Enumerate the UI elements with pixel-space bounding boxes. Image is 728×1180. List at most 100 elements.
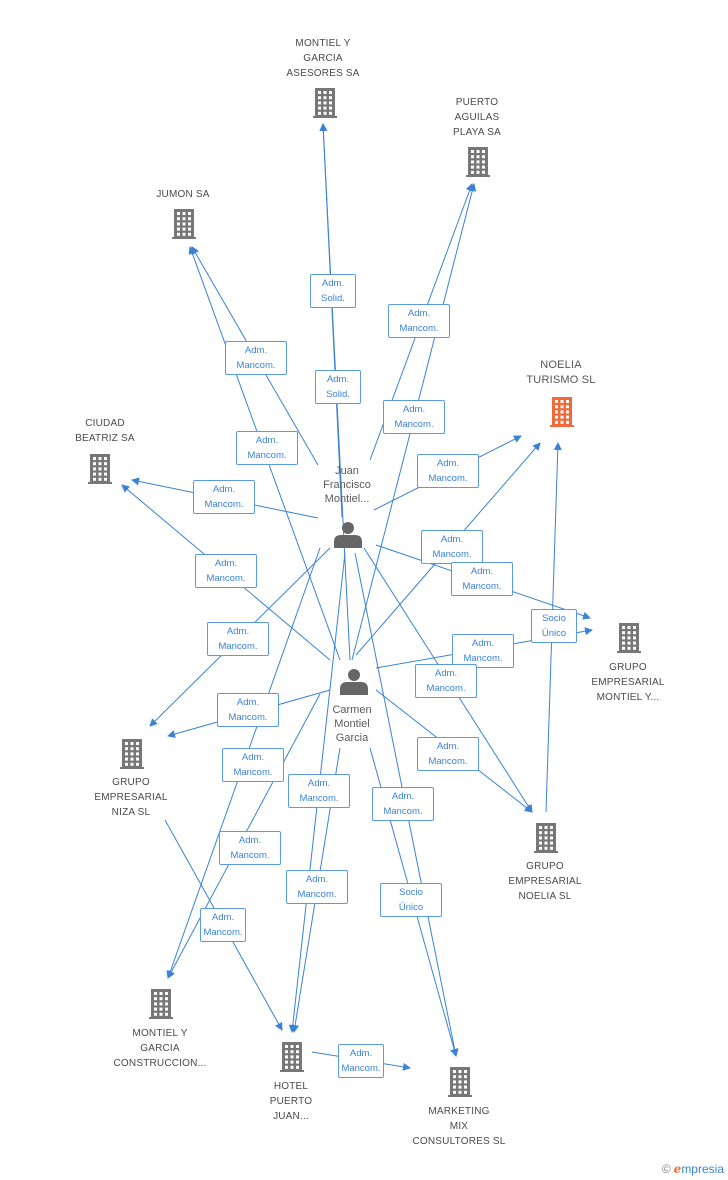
edge-label-line: Adm. (434, 668, 458, 679)
building-icon[interactable] (120, 739, 144, 769)
node-label-line: HOTEL (273, 1081, 309, 1092)
node-label-line: MONTIEL Y... (596, 692, 660, 703)
node-label-line: NIZA SL (111, 807, 151, 818)
node-label-hotel-puerto[interactable]: HOTEL PUERTO JUAN... (216, 1079, 366, 1124)
edge-label: Adm.Mancom. (219, 831, 281, 865)
node-label-line: PUERTO (455, 97, 499, 108)
person-icon[interactable] (340, 669, 368, 695)
node-label-line: TURISMO SL (526, 374, 596, 386)
building-icon[interactable] (617, 623, 641, 653)
edge-label-line: Adm. (402, 404, 426, 415)
edge-label-line: Único (541, 628, 567, 639)
building-icon[interactable] (149, 989, 173, 1019)
edge-label-line: Adm. (440, 534, 464, 545)
edge-label-line: Adm. (214, 558, 238, 569)
edge-label: Adm. Mancom. (195, 554, 257, 588)
node-label-line: Montiel (334, 718, 370, 730)
building-icon[interactable] (466, 147, 490, 177)
building-icon[interactable] (172, 209, 196, 239)
edge-label-line: Socio (399, 887, 423, 898)
edge-label-line: Solid. (321, 293, 345, 304)
edge-label: Adm. Mancom. (452, 634, 514, 668)
edge-label-line: Adm. (211, 912, 235, 923)
edge-label: Adm.Mancom. (388, 304, 450, 338)
node-label-line: PLAYA SA (453, 127, 501, 138)
node-label-grupo-montiel[interactable]: GRUPO EMPRESARIAL MONTIEL Y... (553, 660, 703, 705)
edge-label: Adm. Mancom. (236, 431, 298, 465)
edge-label-line: Adm. (241, 752, 265, 763)
node-label-jumon[interactable]: JUMON SA (108, 187, 258, 202)
node-icons (88, 88, 641, 1097)
node-label-montiel-construccion[interactable]: MONTIEL Y GARCIA CONSTRUCCION... (85, 1026, 235, 1071)
node-label-line: CIUDAD (85, 418, 125, 429)
node-label-line: JUAN... (273, 1111, 309, 1122)
node-label-line: GRUPO (609, 662, 647, 673)
node-label-line: ASESORES SA (286, 68, 360, 79)
brand-name: mpresia (681, 1162, 724, 1176)
node-label-line: CONSTRUCCION... (113, 1058, 207, 1069)
edge-label-line: Mancom. (463, 653, 503, 664)
node-label-line: CONSULTORES SL (412, 1136, 506, 1147)
node-label-puerto-aguilas[interactable]: PUERTO AGUILAS PLAYA SA (402, 95, 552, 140)
building-icon[interactable] (448, 1067, 472, 1097)
edge-label-line: Mancom. (247, 450, 287, 461)
node-label-line: GRUPO (112, 777, 150, 788)
edge-label-line: Solid. (326, 389, 350, 400)
building-icon[interactable] (550, 397, 574, 427)
node-label-line: PUERTO (269, 1096, 313, 1107)
edge-label: Adm.Mancom. (372, 787, 434, 821)
edge-label-line: Adm. (212, 484, 236, 495)
edge-label: Adm.Mancom. (217, 693, 279, 727)
building-icon[interactable] (280, 1042, 304, 1072)
watermark: ©empresia (662, 1162, 724, 1176)
edge-label: Adm.Mancom. (288, 774, 350, 808)
node-label-line: MIX (449, 1121, 469, 1132)
edge-label-line: Adm. (244, 345, 268, 356)
edge-label-line: Mancom. (426, 683, 466, 694)
edge-label: Adm.Mancom. (207, 622, 269, 656)
edge-label-line: Mancom. (203, 927, 243, 938)
node-label-line: GARCIA (303, 53, 343, 64)
edge-label-line: Mancom. (462, 581, 502, 592)
node-label-line: GARCIA (140, 1043, 180, 1054)
edge-label-line: Mancom. (432, 549, 472, 560)
edge-label-line: Adm. (326, 374, 350, 385)
edge-label: Adm. Mancom. (421, 530, 483, 564)
edge-label-line: Mancom. (204, 499, 244, 510)
node-label-line: MONTIEL Y (132, 1028, 188, 1039)
building-icon[interactable] (88, 454, 112, 484)
person-icon[interactable] (334, 522, 362, 548)
edge-label-line: Adm. (436, 458, 460, 469)
edge-label-line: Adm. (470, 566, 494, 577)
edge-label: Adm.Solid. (310, 274, 356, 308)
edge-label-line: Único (398, 902, 424, 913)
building-icon[interactable] (534, 823, 558, 853)
building-icon[interactable] (313, 88, 337, 118)
edge-label-line: Adm. (305, 874, 329, 885)
node-label-line: AGUILAS (454, 112, 500, 123)
edge-label-line: Socio (542, 613, 566, 624)
edge-label-line: Adm. (238, 835, 262, 846)
edge-label-line: Mancom. (206, 573, 246, 584)
node-label-line: EMPRESARIAL (591, 677, 665, 688)
edge-label-line: Adm. (236, 697, 260, 708)
edge-label-line: Adm. (436, 741, 460, 752)
edge-label-line: Adm. (391, 791, 415, 802)
edge-label: Adm.Mancom. (222, 748, 284, 782)
edge-label: Adm.Mancom. (417, 454, 479, 488)
edge-label-line: Adm. (349, 1048, 373, 1059)
edge-label-line: Adm. (255, 435, 279, 446)
edge-label-line: Adm. (471, 638, 495, 649)
edge-label-line: Mancom. (236, 360, 276, 371)
